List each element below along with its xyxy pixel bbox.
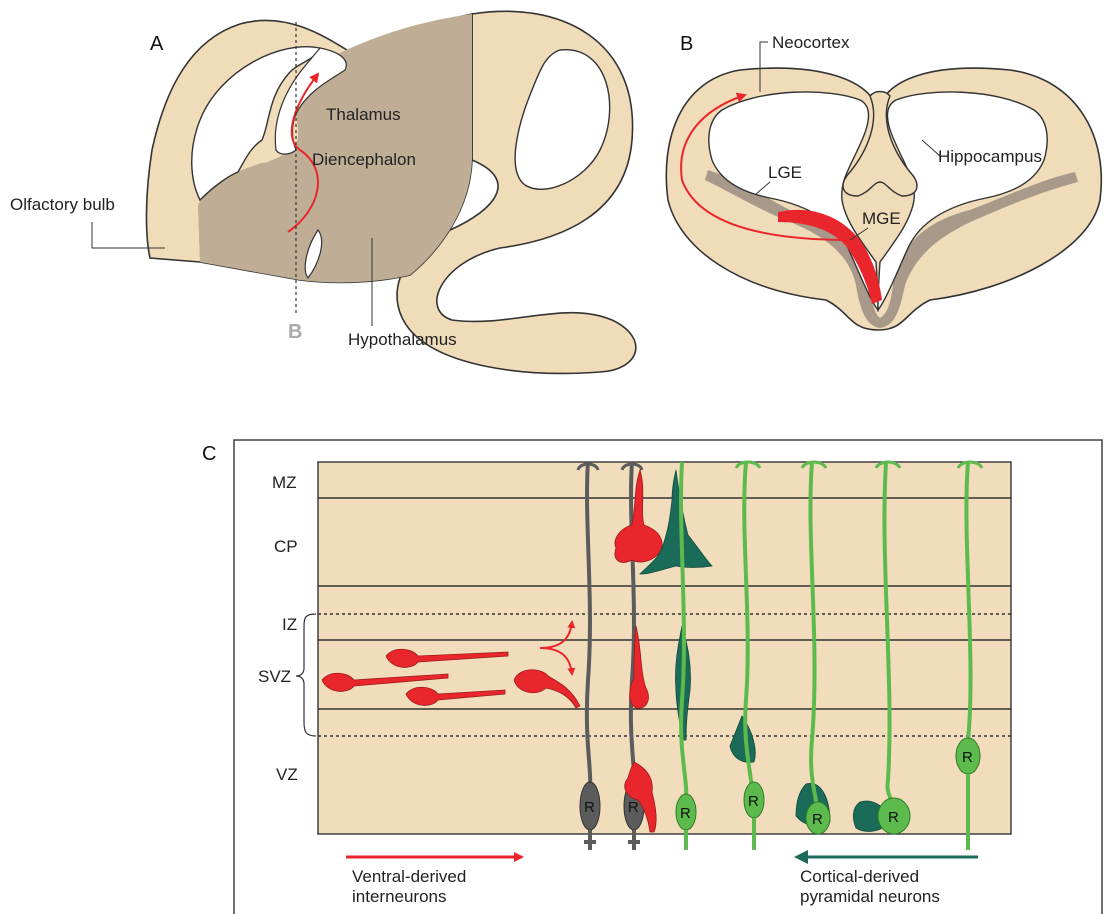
- layer-label-iz: IZ: [282, 615, 297, 634]
- radial-glia-label: R: [888, 809, 899, 826]
- layer-label-cp: CP: [274, 537, 298, 556]
- layer-label-mz: MZ: [272, 473, 297, 492]
- panel-a: A B Thalamus Diencephalon Olfactory bulb…: [10, 11, 636, 373]
- label-thalamus: Thalamus: [326, 105, 401, 124]
- legend-ventral-line2: interneurons: [352, 887, 447, 906]
- label-neocortex: Neocortex: [772, 33, 850, 52]
- label-mge: MGE: [862, 209, 901, 228]
- label-hippocampus: Hippocampus: [938, 147, 1042, 166]
- panel-a-letter: A: [150, 33, 164, 55]
- radial-glia-label: R: [584, 799, 595, 816]
- radial-glia-label: R: [748, 793, 759, 810]
- legend-cortical-line2: pyramidal neurons: [800, 887, 940, 906]
- panel-b-letter: B: [680, 33, 693, 55]
- label-diencephalon: Diencephalon: [312, 150, 416, 169]
- layer-label-svz: SVZ: [258, 667, 291, 686]
- legend-ventral-line1: Ventral-derived: [352, 867, 466, 886]
- label-lge: LGE: [768, 163, 802, 182]
- legend-cortical-line1: Cortical-derived: [800, 867, 919, 886]
- radial-glia-label: R: [812, 811, 823, 828]
- radial-glia-label: R: [680, 805, 691, 822]
- radial-glia-label: R: [628, 799, 639, 816]
- layer-label-vz: VZ: [276, 765, 298, 784]
- section-marker-label: B: [288, 321, 302, 343]
- panel-c-letter: C: [202, 443, 216, 465]
- radial-glia-label: R: [962, 749, 973, 766]
- label-olfactory-bulb: Olfactory bulb: [10, 195, 115, 214]
- label-hypothalamus: Hypothalamus: [348, 330, 457, 349]
- cortical-wall: [318, 462, 1011, 834]
- panel-c: C MZ CP IZ SVZ VZ R: [202, 440, 1102, 914]
- panel-b: B Neocortex LGE MGE Hippocampus: [666, 33, 1101, 330]
